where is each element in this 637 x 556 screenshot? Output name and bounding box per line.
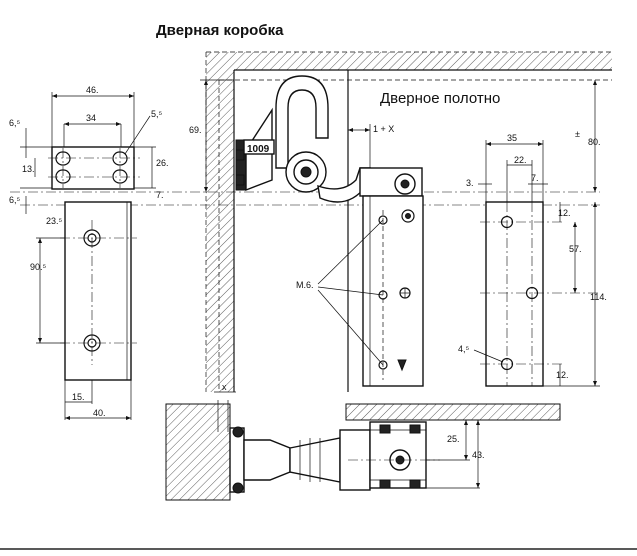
door-mounting-plate: [480, 201, 600, 387]
model-number: 1009: [247, 144, 270, 155]
dim-hole-diameter: 5,⁵: [151, 109, 163, 119]
dim-offset-bottom: 6,⁵: [9, 195, 21, 205]
dim-h12-top: 12.: [558, 208, 571, 218]
dim-one-plus-x: 1 + X: [373, 124, 394, 134]
dim-w7: 7.: [531, 173, 539, 183]
dim-w3: 3.: [466, 178, 474, 188]
dim-seven: 7.: [156, 190, 164, 200]
dim-h69: 69.: [189, 125, 202, 135]
dim-angle: 23.⁵: [46, 216, 63, 226]
dim-hole-spacing: 34: [86, 113, 96, 123]
hinge-mechanism: [235, 75, 424, 387]
dim-h12-bottom: 12.: [556, 370, 569, 380]
dim-edge: 15.: [72, 392, 85, 402]
door-leaf-label: Дверное полотно: [380, 90, 500, 107]
dim-plus-minus: ±: [575, 129, 580, 139]
dim-w22: 22.: [514, 155, 527, 165]
screw-callout: M.6.: [296, 280, 314, 290]
dim-plate-width: 46.: [86, 85, 99, 95]
dim-vertical-spacing: 90.⁵: [30, 262, 47, 272]
dim-h43: 43.: [472, 450, 485, 460]
frame-plate-side-view: [60, 201, 137, 381]
dim-h80: 80.: [588, 137, 601, 147]
dim-h114: 114.: [590, 292, 607, 302]
hinge-top-view-section: [165, 400, 561, 501]
dim-plate-h2: 26.: [156, 158, 169, 168]
dim-h57: 57.: [569, 244, 582, 254]
dim-w35: 35: [507, 133, 517, 143]
frame-mounting-plate: [48, 124, 140, 190]
dim-offset-top: 6,⁵: [9, 118, 21, 128]
dim-h25: 25.: [447, 434, 460, 444]
dim-hole-diameter-right: 4,⁵: [458, 344, 470, 354]
door-frame-label: Дверная коробка: [156, 22, 284, 39]
dim-x: x: [222, 382, 227, 392]
dim-base-width: 40.: [93, 408, 106, 418]
dim-plate-h1: 13.: [22, 164, 35, 174]
